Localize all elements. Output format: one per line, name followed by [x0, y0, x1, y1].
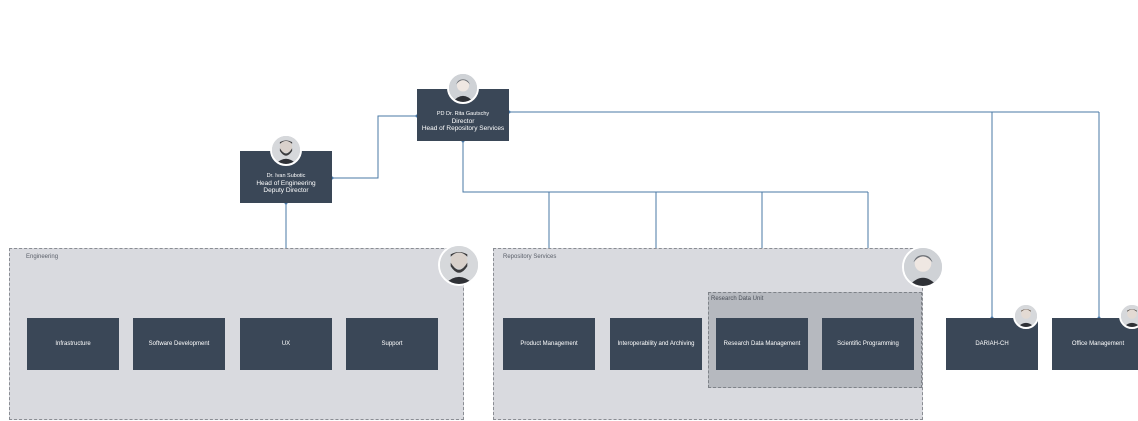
bearded-male-portrait-icon	[438, 244, 480, 286]
director-name: PD Dr. Rita Gautschy	[436, 111, 490, 118]
unit-software-development[interactable]: Software Development	[133, 318, 225, 370]
deputy-name: Dr. Ivan Subotic	[266, 173, 306, 180]
unit-product-management[interactable]: Product Management	[503, 318, 595, 370]
female-portrait-icon	[447, 72, 479, 104]
unit-scientific-programming[interactable]: Scientific Programming	[822, 318, 914, 370]
male-portrait-icon	[1013, 303, 1039, 329]
unit-research-data-management[interactable]: Research Data Management	[716, 318, 808, 370]
unit-ux[interactable]: UX	[240, 318, 332, 370]
engineering-group-label: Engineering	[26, 254, 59, 260]
male-portrait-icon	[1119, 303, 1138, 329]
unit-interoperability-and-archiving[interactable]: Interoperability and Archiving	[610, 318, 702, 370]
unit-support[interactable]: Support	[346, 318, 438, 370]
director-title: Director	[451, 117, 475, 125]
director-role: Head of Repository Services	[421, 125, 505, 133]
connector-director-deputy	[332, 115, 417, 179]
deputy-title: Head of Engineering	[256, 179, 316, 187]
research-data-unit-label: Research Data Unit	[711, 296, 764, 302]
connector-repository-bus	[462, 141, 868, 193]
female-portrait-icon	[902, 246, 944, 288]
deputy-role: Deputy Director	[263, 187, 309, 195]
bearded-male-portrait-icon	[270, 134, 302, 166]
unit-infrastructure[interactable]: Infrastructure	[27, 318, 119, 370]
repository-services-group-label: Repository Services	[503, 254, 557, 260]
